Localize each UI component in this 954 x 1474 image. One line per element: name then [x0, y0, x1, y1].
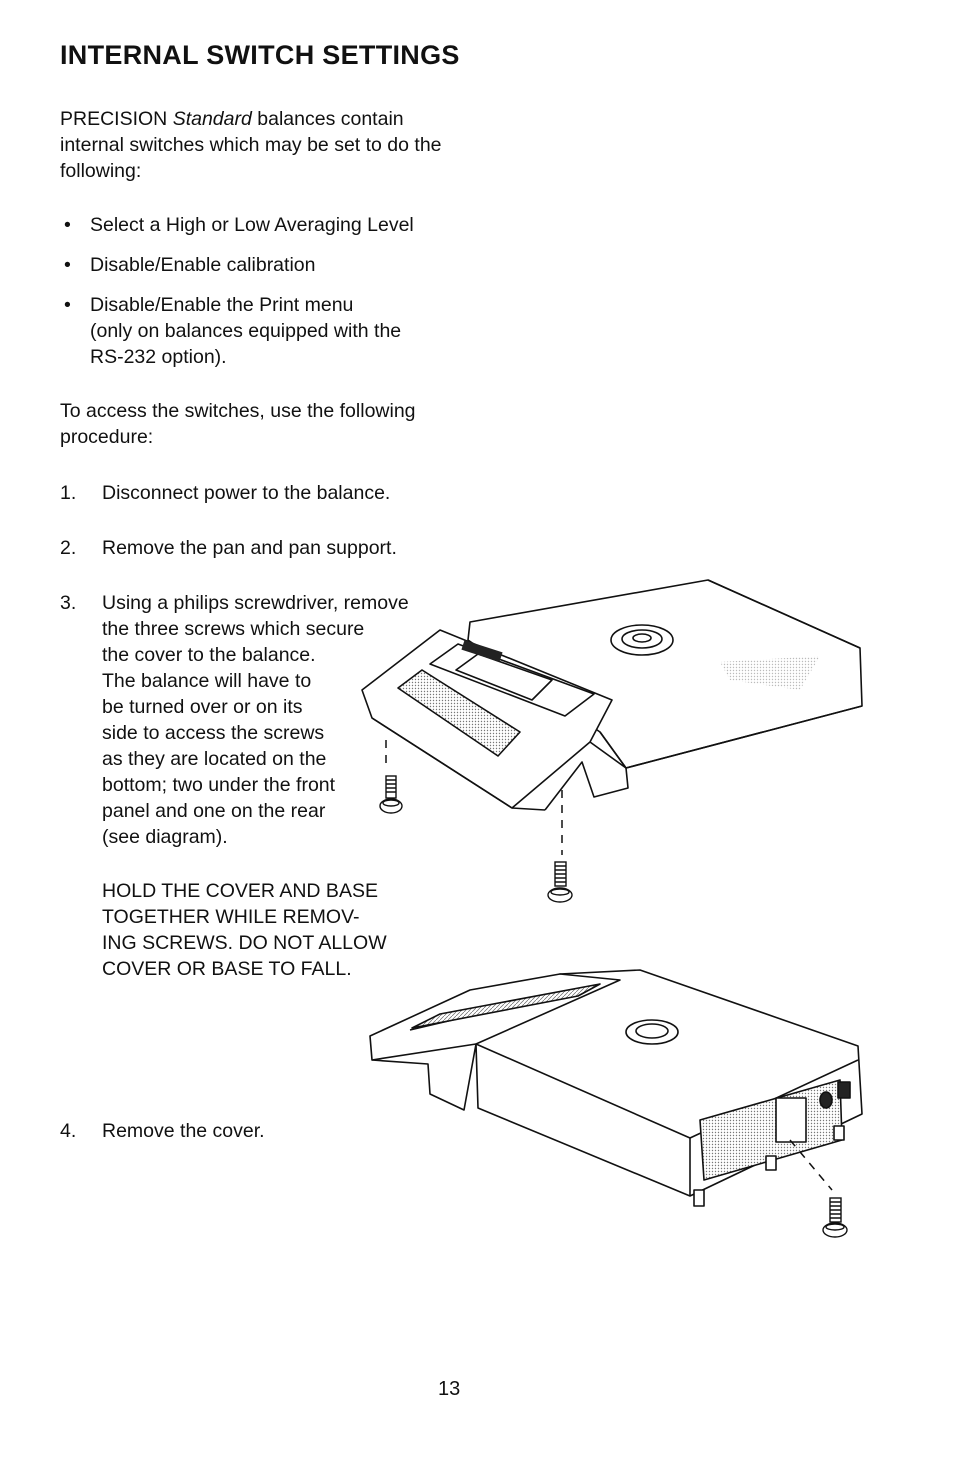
step-number: 4.: [60, 1120, 77, 1142]
page-number: 13: [438, 1378, 461, 1400]
bullet-dot-icon: •: [64, 254, 71, 276]
bullet-dot-icon: •: [64, 294, 71, 316]
step-text: Remove the pan and pan support.: [102, 537, 397, 559]
warning-text: HOLD THE COVER AND BASE TOGETHER WHILE R…: [102, 880, 387, 980]
page-title: INTERNAL SWITCH SETTINGS: [60, 40, 460, 70]
balance-top-view: [361, 579, 863, 811]
step-number: 3.: [60, 592, 77, 614]
bullet-dot-icon: •: [64, 214, 71, 236]
step-text: Using a philips screwdriver, remove the …: [102, 592, 409, 848]
list-item: •Disable/Enable the Print menu(only on b…: [64, 294, 402, 368]
step-text: Disconnect power to the balance.: [102, 482, 391, 504]
screw-guide-bottom: [789, 1139, 833, 1191]
balance-base-view: [369, 969, 863, 1207]
screw-guides-top: [385, 740, 563, 855]
list-item: •Disable/Enable calibration: [64, 254, 316, 276]
step-number: 2.: [60, 537, 77, 559]
step-number: 1.: [60, 482, 77, 504]
intro-text-pre: PRECISION: [60, 108, 173, 130]
screw-icon: [547, 861, 573, 903]
feature-list: •Select a High or Low Averaging Level •D…: [60, 212, 470, 384]
intro-paragraph: PRECISION Standard balances contain inte…: [60, 106, 460, 184]
step-text: Remove the cover.: [102, 1120, 265, 1142]
access-paragraph: To access the switches, use the followin…: [60, 400, 416, 448]
intro-text-post: balances contain internal switches which…: [60, 108, 442, 182]
screw-icon: [379, 775, 403, 814]
screw-icon: [822, 1197, 848, 1238]
intro-brand: Standard: [172, 108, 252, 130]
list-item: •Select a High or Low Averaging Level: [64, 214, 414, 236]
